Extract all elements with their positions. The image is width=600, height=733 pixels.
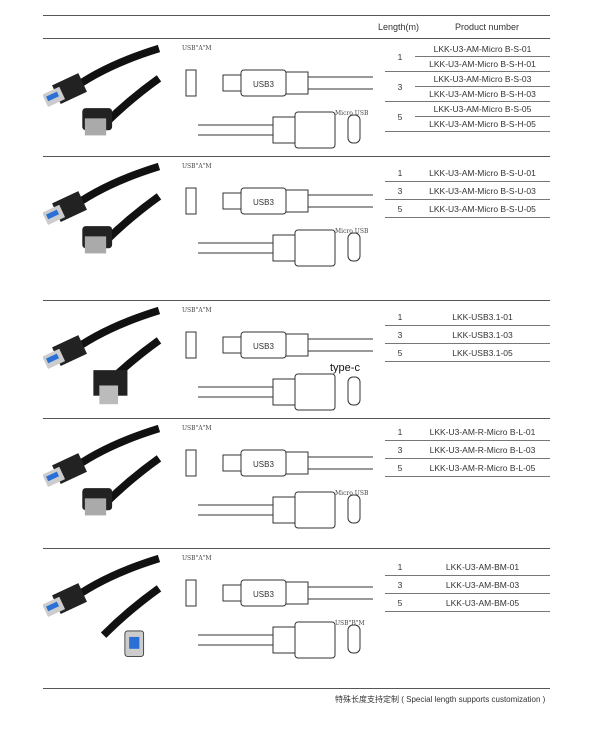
product-number-cell: LKK-U3-AM-R-Micro B-L-05: [429, 462, 536, 473]
length-cell: 3: [397, 329, 403, 340]
length-cell: 1: [397, 167, 403, 178]
right-connector-label: USB"B"M: [335, 620, 365, 627]
table-row: 1 LKK-USB3.1-01: [385, 308, 550, 326]
connector-diagram: USB3: [178, 430, 378, 535]
right-connector-label: type-c: [330, 362, 360, 374]
product-number-cell: LKK-U3-AM-Micro B-S-01: [415, 42, 550, 57]
product-number-cell: LKK-U3-AM-Micro B-S-H-01: [429, 59, 536, 69]
section-right-angle-usb-a-to-micro-b: USB3 USB"A"M Micro USB: [0, 420, 600, 535]
svg-text:USB3: USB3: [253, 460, 274, 469]
svg-text:USB3: USB3: [253, 80, 274, 89]
product-number-cell: LKK-U3-AM-BM-05: [445, 597, 520, 608]
product-number-cell: LKK-U3-AM-Micro B-S-H-05: [429, 119, 536, 129]
section-usb-a-to-micro-b-up-angle: USB3 USB"A"M Micro USB: [0, 158, 600, 273]
section-usb-a-to-micro-b-screw: USB3 USB"A"M Micro USB: [0, 40, 600, 155]
table-row: 5 LKK-U3-AM-Micro B-S-U-05: [385, 200, 550, 218]
length-cell: 5: [397, 203, 403, 214]
product-number-cell: LKK-U3-AM-R-Micro B-L-01: [429, 426, 536, 437]
product-number-cell: LKK-U3-AM-BM-01: [445, 561, 520, 572]
length-cell: 1: [397, 51, 403, 62]
table-row: 1 LKK-U3-AM-BM-01: [385, 558, 550, 576]
footer-note: 特殊长度支持定制 ( Special length supports custo…: [335, 695, 546, 704]
table-row: 3 LKK-U3-AM-BM-03: [385, 576, 550, 594]
section-divider: [43, 300, 550, 301]
table-row: 5 LKK-U3-AM-R-Micro B-L-05: [385, 459, 550, 477]
product-number-cell: LKK-USB3.1-01: [452, 311, 513, 322]
length-cell: 5: [397, 347, 403, 358]
length-cell: 1: [397, 426, 403, 437]
left-connector-label: USB"A"M: [182, 425, 212, 432]
length-cell: 3: [397, 185, 403, 196]
length-cell: 5: [397, 597, 403, 608]
product-number-cell: LKK-U3-AM-Micro B-S-U-01: [429, 167, 536, 178]
length-cell: 1: [397, 561, 403, 572]
left-connector-label: USB"A"M: [182, 45, 212, 52]
right-connector-label: Micro USB: [335, 110, 369, 117]
product-number-cell: LKK-U3-AM-Micro B-S-U-03: [429, 185, 536, 196]
right-connector-label: Micro USB: [335, 228, 369, 235]
length-cell: 3: [397, 579, 403, 590]
product-table: 1 LKK-U3-AM-BM-01 3 LKK-U3-AM-BM-03 5 LKK-U3-…: [385, 558, 550, 612]
table-row: 1 LKK-U3-AM-R-Micro B-L-01: [385, 423, 550, 441]
table-row: 3 LKK-U3-AM-Micro B-S-U-03: [385, 182, 550, 200]
svg-text:USB3: USB3: [253, 590, 274, 599]
section-usb-a-to-usb-b: USB3 USB"A"M USB"B"M: [0, 550, 600, 665]
product-number-cell: LKK-U3-AM-Micro B-S-03: [415, 72, 550, 87]
table-row: 1 LKK-U3-AM-Micro B-S-U-01: [385, 164, 550, 182]
product-table: 1 LKK-USB3.1-01 3 LKK-USB3.1-03 5 LKK-USB3.1-…: [385, 308, 550, 362]
cable-photo: [42, 420, 171, 540]
section-divider: [43, 418, 550, 419]
table-row: 3 LKK-U3-AM-R-Micro B-L-03: [385, 441, 550, 459]
section-divider: [43, 38, 550, 39]
cable-photo: [42, 40, 171, 160]
length-cell: 5: [397, 462, 403, 473]
length-cell: 5: [397, 111, 403, 122]
cable-photo: [42, 302, 171, 422]
product-number-cell: LKK-U3-AM-Micro B-S-05: [415, 102, 550, 117]
left-connector-label: USB"A"M: [182, 163, 212, 170]
header-length: Length(m): [378, 22, 420, 32]
connector-diagram: USB3: [178, 560, 378, 665]
table-row: 5 LKK-USB3.1-05: [385, 344, 550, 362]
length-cell: 3: [397, 81, 403, 92]
section-divider: [43, 688, 550, 689]
connector-diagram: USB3: [178, 312, 378, 417]
section-divider: [43, 156, 550, 157]
left-connector-label: USB"A"M: [182, 555, 212, 562]
section-divider: [43, 548, 550, 549]
product-number-cell: LKK-U3-AM-Micro B-S-U-05: [429, 203, 536, 214]
length-cell: 3: [397, 444, 403, 455]
section-usb-a-to-type-c: USB3 USB"A"M type-c: [0, 302, 600, 417]
product-number-cell: LKK-U3-AM-Micro B-S-H-03: [429, 89, 536, 99]
connector-diagram: USB3: [178, 50, 378, 155]
cable-photo: [42, 550, 171, 670]
header-product-number: Product number: [455, 22, 520, 32]
product-number-cell: LKK-USB3.1-03: [452, 329, 513, 340]
right-connector-label: Micro USB: [335, 490, 369, 497]
svg-text:USB3: USB3: [253, 198, 274, 207]
cable-photo: [42, 158, 171, 278]
table-row: 3 LKK-USB3.1-03: [385, 326, 550, 344]
table-row: 5 LKK-U3-AM-BM-05: [385, 594, 550, 612]
left-connector-label: USB"A"M: [182, 307, 212, 314]
product-number-cell: LKK-U3-AM-BM-03: [445, 579, 520, 590]
length-cell: 1: [397, 311, 403, 322]
svg-text:USB3: USB3: [253, 342, 274, 351]
connector-diagram: USB3: [178, 168, 378, 273]
top-rule: [43, 15, 550, 16]
product-number-cell: LKK-U3-AM-R-Micro B-L-03: [429, 444, 536, 455]
product-number-cell: LKK-USB3.1-05: [452, 347, 513, 358]
